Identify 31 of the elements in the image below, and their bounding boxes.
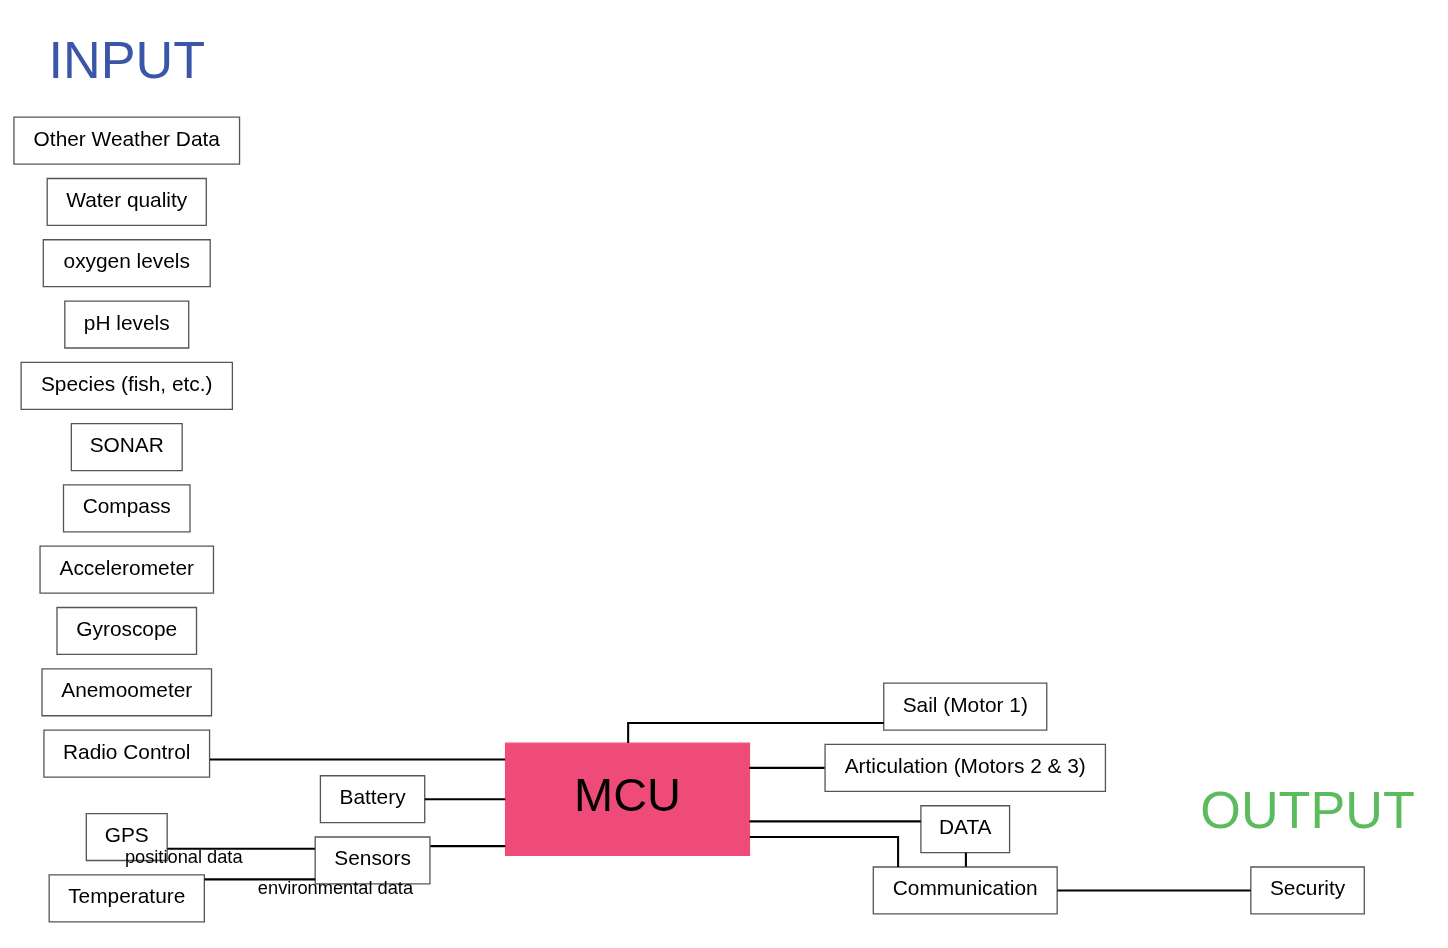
connector xyxy=(749,766,825,769)
connector xyxy=(749,819,921,822)
connector xyxy=(204,877,316,880)
node-box: oxygen levels xyxy=(42,238,211,287)
node-box: Battery xyxy=(319,774,426,823)
node-box: Sail (Motor 1) xyxy=(883,682,1048,731)
connector xyxy=(964,852,967,867)
node-box: SONAR xyxy=(70,422,183,471)
node-box: Temperature xyxy=(48,873,205,922)
connector xyxy=(430,844,506,847)
node-box: Water quality xyxy=(46,177,207,226)
node-box: Articulation (Motors 2 & 3) xyxy=(824,743,1107,792)
connector xyxy=(1057,888,1251,892)
node-box: Radio Control xyxy=(43,728,211,778)
node-box: Other Weather Data xyxy=(13,116,241,165)
connector xyxy=(210,757,506,760)
node-box: Gyroscope xyxy=(56,606,198,655)
connector xyxy=(167,847,315,850)
label: INPUT xyxy=(48,30,205,89)
node-box: Compass xyxy=(62,483,191,533)
label: OUTPUT xyxy=(1200,780,1415,839)
node-box: MCU xyxy=(504,742,751,856)
connector xyxy=(749,835,900,867)
node-box: DATA xyxy=(920,804,1011,853)
node-box: Anemoometer xyxy=(41,667,213,716)
node-box: pH levels xyxy=(64,299,190,349)
connector xyxy=(424,797,506,800)
node-box: Species (fish, etc.) xyxy=(20,361,234,410)
node-box: Communication xyxy=(872,865,1058,915)
node-box: Security xyxy=(1250,865,1365,915)
node-box: Accelerometer xyxy=(39,545,215,594)
